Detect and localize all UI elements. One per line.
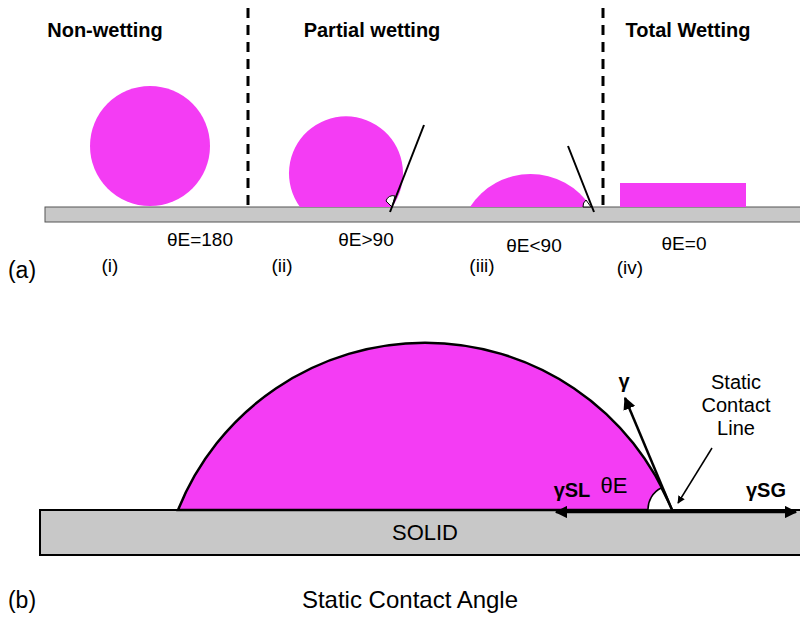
case-number: (ii) <box>271 255 292 277</box>
substrate <box>45 207 800 222</box>
tension-symbol: γ <box>618 370 629 393</box>
section-heading: Total Wetting <box>626 19 751 42</box>
angle-value: θE<90 <box>506 235 561 257</box>
angle-symbol: θE <box>601 473 628 498</box>
angle-value: θE=0 <box>662 233 707 255</box>
section-heading: Partial wetting <box>304 19 441 42</box>
case-number: (i) <box>102 255 119 277</box>
droplet <box>289 116 403 207</box>
tangent-line <box>390 125 424 212</box>
separator-line <box>247 8 250 205</box>
angle-value: θE=180 <box>167 229 233 251</box>
tension-symbol: γSL <box>554 479 591 502</box>
panel-label: (a) <box>8 257 36 283</box>
droplet <box>178 343 672 510</box>
droplet <box>90 86 210 206</box>
substrate <box>40 510 800 555</box>
droplet <box>470 174 591 207</box>
panel-label: (b) <box>8 587 36 613</box>
tension-symbol: γSG <box>746 479 786 502</box>
substrate-block: SOLID <box>40 510 800 555</box>
tension-vector <box>556 511 672 514</box>
tangent-line <box>568 146 594 212</box>
figure-caption: Static Contact Angle <box>302 586 518 614</box>
liquid-film <box>620 183 746 207</box>
separator-line <box>602 8 605 205</box>
tension-vector <box>625 398 672 510</box>
case-number: (iv) <box>617 257 643 279</box>
case-number: (iii) <box>469 255 494 277</box>
node-label: SOLID <box>392 520 458 546</box>
angle-value: θE>90 <box>338 229 393 251</box>
tension-vector <box>672 511 796 514</box>
section-heading: Non-wetting <box>47 19 163 42</box>
callout-label: Static Contact Line <box>691 371 781 440</box>
leader-line <box>678 448 712 503</box>
